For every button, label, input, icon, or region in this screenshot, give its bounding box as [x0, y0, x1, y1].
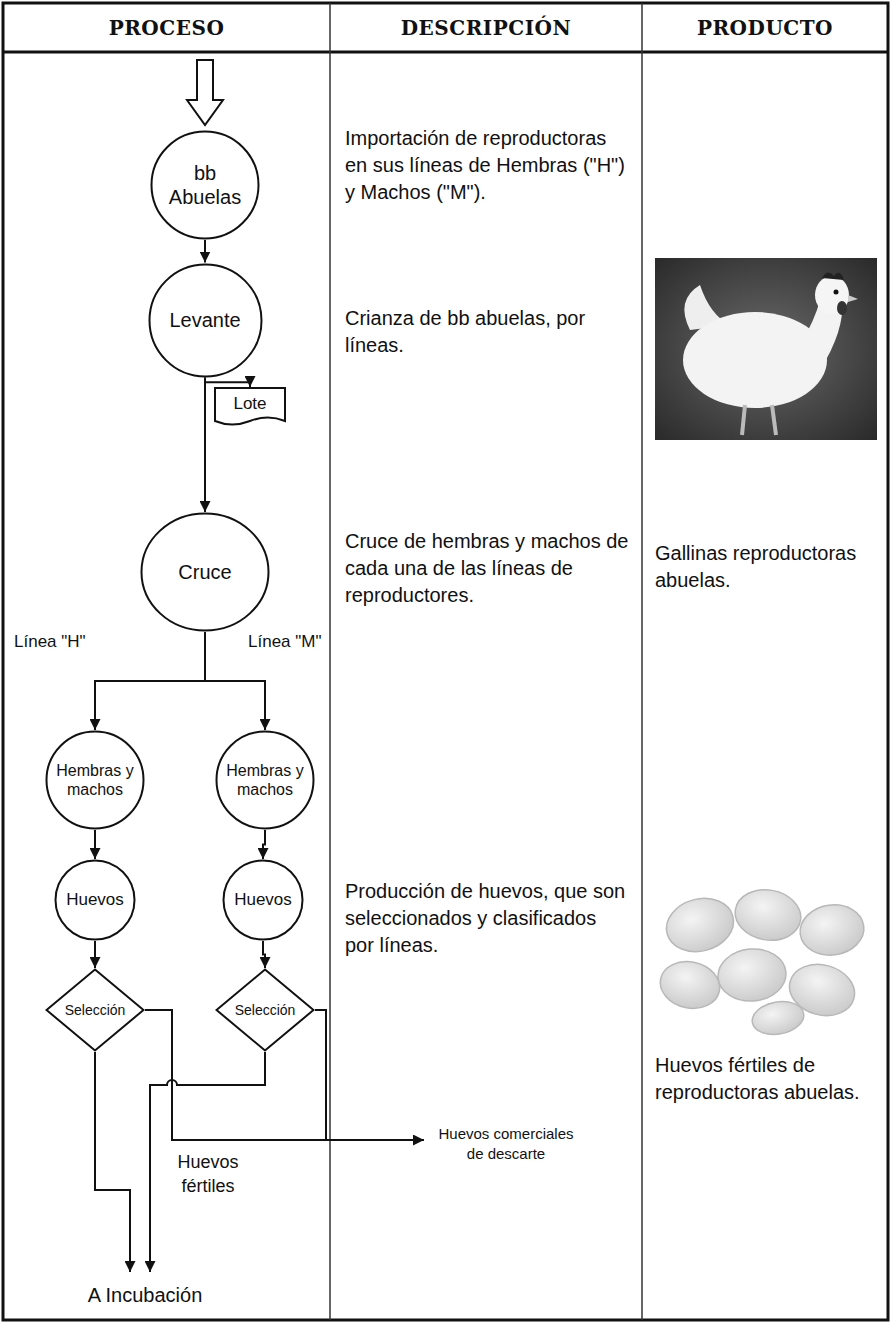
node-text-box: Selección — [215, 968, 315, 1052]
decision-diamond: Selección — [215, 968, 315, 1052]
node-text-box: Hembras y machos — [215, 730, 315, 830]
diamond-outline — [217, 970, 314, 1051]
output-lines — [95, 1010, 424, 1272]
node-outline — [215, 730, 315, 830]
description-text: Crianza de bb abuelas, por líneas. — [345, 305, 630, 359]
flow-arrow — [204, 240, 206, 263]
circle-outline — [152, 132, 259, 239]
column-rule — [641, 3, 643, 1320]
node-text-box: Cruce — [140, 512, 270, 632]
circle-outline — [149, 264, 261, 376]
flow-arrow — [263, 830, 265, 859]
branch-label: Línea "H" — [12, 632, 88, 652]
document-symbol: Lote — [214, 387, 286, 429]
process-circle: bb Abuelas — [150, 130, 260, 240]
node-text-wrap: Huevos — [234, 890, 292, 910]
node-label: Huevos — [234, 890, 292, 910]
node-text-wrap: Cruce — [178, 560, 231, 584]
flow-arrow — [204, 378, 206, 513]
node-text-wrap: Selección — [235, 1002, 296, 1019]
process-circle: Levante — [148, 263, 263, 378]
branch-label: Línea "M" — [246, 632, 324, 652]
header-rule — [3, 51, 888, 54]
node-label: Lote — [233, 394, 266, 414]
node-text-wrap: Huevos — [66, 890, 124, 910]
flow-arrow — [95, 632, 205, 730]
circle-outline — [217, 732, 314, 829]
node-label: Hembras y machos — [224, 761, 306, 799]
column-header: PROCESO — [3, 15, 330, 42]
node-outline — [150, 130, 260, 240]
document-outline — [215, 388, 285, 425]
node-text-wrap: Hembras y machos — [224, 761, 306, 799]
circle-outline — [224, 861, 303, 940]
process-circle: Huevos — [222, 859, 304, 941]
entry-arrow — [187, 60, 223, 125]
column-rule — [329, 3, 331, 1320]
node-text-box: bb Abuelas — [150, 130, 260, 240]
circle-outline — [142, 514, 269, 631]
node-text-wrap: Hembras y machos — [54, 761, 136, 799]
node-text-box: Lote — [214, 387, 286, 421]
hen-photo — [655, 258, 877, 440]
flow-note: A Incubación — [55, 1282, 235, 1309]
node-text-wrap: Selección — [65, 1002, 126, 1019]
node-text-box: Huevos — [54, 859, 136, 941]
node-text-wrap: bb Abuelas — [160, 161, 250, 209]
node-text-wrap: Lote — [233, 394, 266, 414]
node-label: Hembras y machos — [54, 761, 136, 799]
flow-arrow — [94, 941, 96, 968]
circle-outline — [56, 861, 135, 940]
node-text-wrap: Levante — [169, 308, 240, 332]
node-label: bb Abuelas — [160, 161, 250, 209]
node-label: Cruce — [178, 560, 231, 584]
node-label: Huevos — [66, 890, 124, 910]
node-outline — [45, 730, 145, 830]
table-border — [3, 3, 888, 1320]
column-header: DESCRIPCIÓN — [330, 15, 642, 42]
node-text-box: Hembras y machos — [45, 730, 145, 830]
node-label: Levante — [169, 308, 240, 332]
product-text: Huevos fértiles de reproductoras abuelas… — [655, 1052, 880, 1106]
node-text-box: Huevos — [222, 859, 304, 941]
product-text: Gallinas reproductoras abuelas. — [655, 540, 870, 594]
diamond-outline — [47, 970, 144, 1051]
column-header: PRODUCTO — [642, 15, 888, 42]
decision-diamond: Selección — [45, 968, 145, 1052]
flow-arrow — [94, 830, 96, 859]
process-circle: Cruce — [140, 512, 270, 632]
description-text: Importación de reproductoras en sus líne… — [345, 125, 630, 206]
node-text-box: Levante — [148, 263, 263, 378]
circle-outline — [47, 732, 144, 829]
process-circle: Huevos — [54, 859, 136, 941]
description-text: Producción de huevos, que son selecciona… — [345, 878, 630, 959]
flow-note: Huevos comerciales de descarte — [430, 1124, 582, 1165]
process-circle: Hembras y machos — [45, 730, 145, 830]
node-label: Selección — [65, 1002, 126, 1019]
node-text-box: Selección — [45, 968, 145, 1052]
description-text: Cruce de hembras y machos de cada una de… — [345, 528, 630, 609]
flow-arrow — [263, 941, 265, 968]
flow-note: Huevos fértiles — [158, 1150, 258, 1199]
process-circle: Hembras y machos — [215, 730, 315, 830]
node-label: Selección — [235, 1002, 296, 1019]
eggs-illustration — [656, 885, 867, 1039]
flow-arrow — [205, 378, 250, 388]
